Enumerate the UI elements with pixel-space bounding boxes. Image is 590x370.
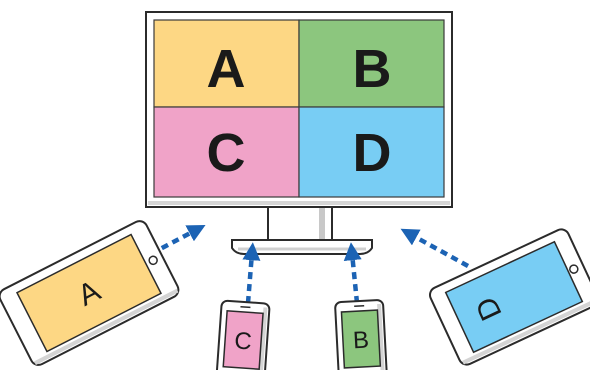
phone-c-screen <box>222 310 264 370</box>
tablet-d-body-shade <box>462 298 590 365</box>
monitor-quadrant-b <box>298 19 445 108</box>
tablet-d-screen <box>444 240 584 354</box>
monitor-quadrant-b-label: B <box>353 39 392 99</box>
tablet-a-body-shade <box>34 288 179 365</box>
phone-c-label: C <box>233 327 252 355</box>
monitor-stand-base <box>231 239 373 255</box>
tablet-a-home-button <box>148 255 158 266</box>
phone-c-speaker <box>240 305 251 309</box>
monitor-quadrant-d <box>298 106 445 198</box>
phone-b-speaker <box>354 305 365 308</box>
arrow-phone-c <box>242 242 261 304</box>
phone-b: B <box>334 299 388 370</box>
monitor-quadrant-c <box>153 106 300 198</box>
monitor-quadrant-a <box>153 19 300 108</box>
monitor-quadrant-a-label: A <box>207 39 246 99</box>
tablet-d-camera <box>569 264 579 274</box>
phone-b-body-shade <box>377 303 385 370</box>
phone-b-label: B <box>352 327 369 355</box>
phone-c: C <box>215 299 271 370</box>
tablet-a: A <box>0 220 180 366</box>
arrow-phone-b <box>343 242 362 304</box>
tablet-a-screen <box>15 233 163 353</box>
tablet-d: D <box>429 228 590 366</box>
phone-b-screen <box>340 309 382 369</box>
monitor-quadrant-d-label: D <box>353 123 392 183</box>
arrow-tablet-d <box>400 228 470 268</box>
monitor-quadrant-c-label: C <box>207 123 246 183</box>
phone-c-body-shade <box>258 307 268 370</box>
monitor: A B C D <box>145 11 453 255</box>
